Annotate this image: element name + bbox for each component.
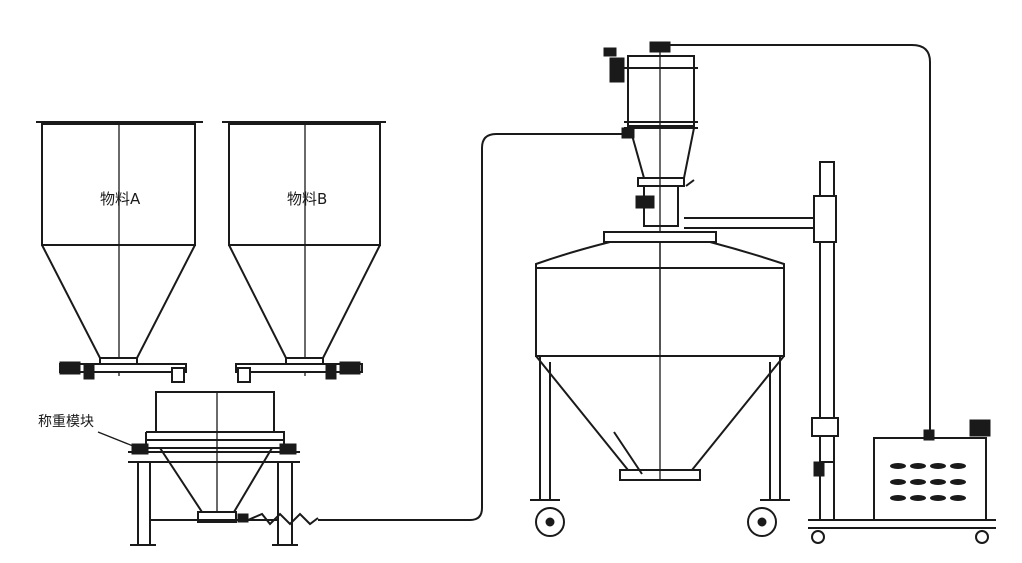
storage-silo xyxy=(530,231,790,537)
vacuum-line xyxy=(670,44,931,436)
conveying-hose xyxy=(247,133,628,526)
vacuum-pump-cabinet xyxy=(808,419,996,544)
lifting-column xyxy=(684,161,839,520)
cabinet-vents xyxy=(890,463,966,501)
label-weighing-module: 称重模块 xyxy=(38,414,94,430)
label-material-b: 物料B xyxy=(287,190,327,208)
hopper-material-a xyxy=(36,121,203,383)
hopper-material-b xyxy=(222,121,386,383)
vacuum-receiver xyxy=(603,41,698,350)
label-material-a: 物料A xyxy=(100,190,141,208)
weighing-module-leader xyxy=(97,431,139,449)
weighing-hopper xyxy=(128,391,300,546)
